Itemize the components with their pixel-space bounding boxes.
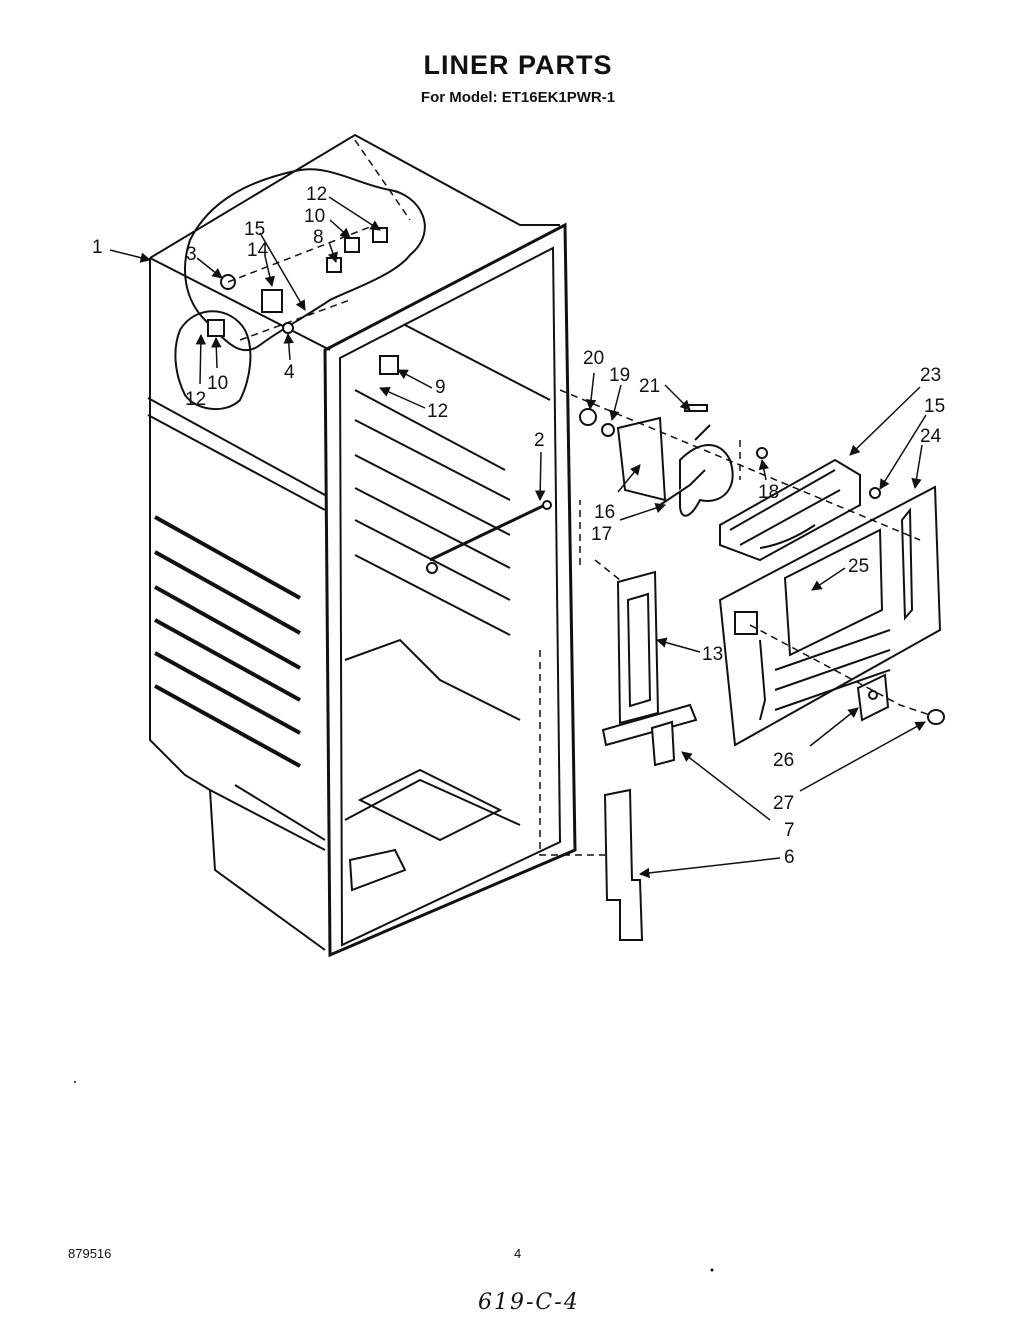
- callout-27: 27: [773, 793, 794, 814]
- callout-19: 19: [609, 365, 630, 386]
- baffle-part-6: [603, 788, 644, 941]
- callout-labels: 1 2 3 4 6 7 8 9 10 10 12 12 12 13 14 15 …: [92, 184, 945, 868]
- page-title: LINER PARTS: [423, 50, 613, 80]
- callout-21: 21: [639, 376, 660, 397]
- cabinet-liner: [147, 133, 577, 958]
- page-number: 4: [514, 1246, 522, 1261]
- fan-shroud: [719, 458, 881, 562]
- handwritten-note: 619-C-4: [478, 1290, 580, 1315]
- callout-23: 23: [920, 365, 941, 386]
- fan-motor-assembly: [579, 404, 768, 517]
- callout-9: 9: [435, 377, 446, 398]
- callout-12-left: 12: [185, 389, 206, 410]
- evaporator-cover: [718, 485, 942, 747]
- callout-24: 24: [920, 426, 942, 447]
- callout-25: 25: [848, 556, 869, 577]
- document-number: 879516: [68, 1246, 112, 1261]
- callout-13: 13: [702, 644, 723, 665]
- speck-mark: [710, 1268, 714, 1272]
- callout-1: 1: [92, 237, 103, 258]
- liner-small-parts: [207, 227, 552, 574]
- callout-2: 2: [534, 430, 545, 451]
- callout-leaders: [109, 196, 927, 879]
- callout-18: 18: [758, 482, 779, 503]
- callout-15-right: 15: [924, 396, 945, 417]
- callout-12-mid: 12: [427, 401, 448, 422]
- callout-20: 20: [583, 348, 604, 369]
- model-subtitle: For Model: ET16EK1PWR-1: [420, 89, 616, 106]
- callout-7: 7: [784, 820, 795, 841]
- callout-17: 17: [591, 524, 612, 545]
- callout-16: 16: [594, 502, 615, 523]
- callout-12-top: 12: [306, 184, 327, 205]
- callout-3: 3: [186, 244, 197, 265]
- plug-part-27: [927, 709, 945, 725]
- callout-10-top: 10: [304, 206, 325, 227]
- bracket-part-7: [601, 703, 698, 767]
- callout-4: 4: [284, 362, 295, 383]
- callout-15-left: 15: [244, 219, 265, 240]
- duct-part-13: [616, 570, 660, 725]
- panel-part-26: [856, 673, 890, 722]
- callout-14: 14: [247, 240, 269, 261]
- callout-10-left: 10: [207, 373, 228, 394]
- callout-6: 6: [784, 847, 795, 868]
- speck-mark: [74, 1081, 76, 1083]
- assembly-guide-lines: [227, 139, 931, 856]
- callout-8: 8: [313, 227, 324, 248]
- callout-26: 26: [773, 750, 794, 771]
